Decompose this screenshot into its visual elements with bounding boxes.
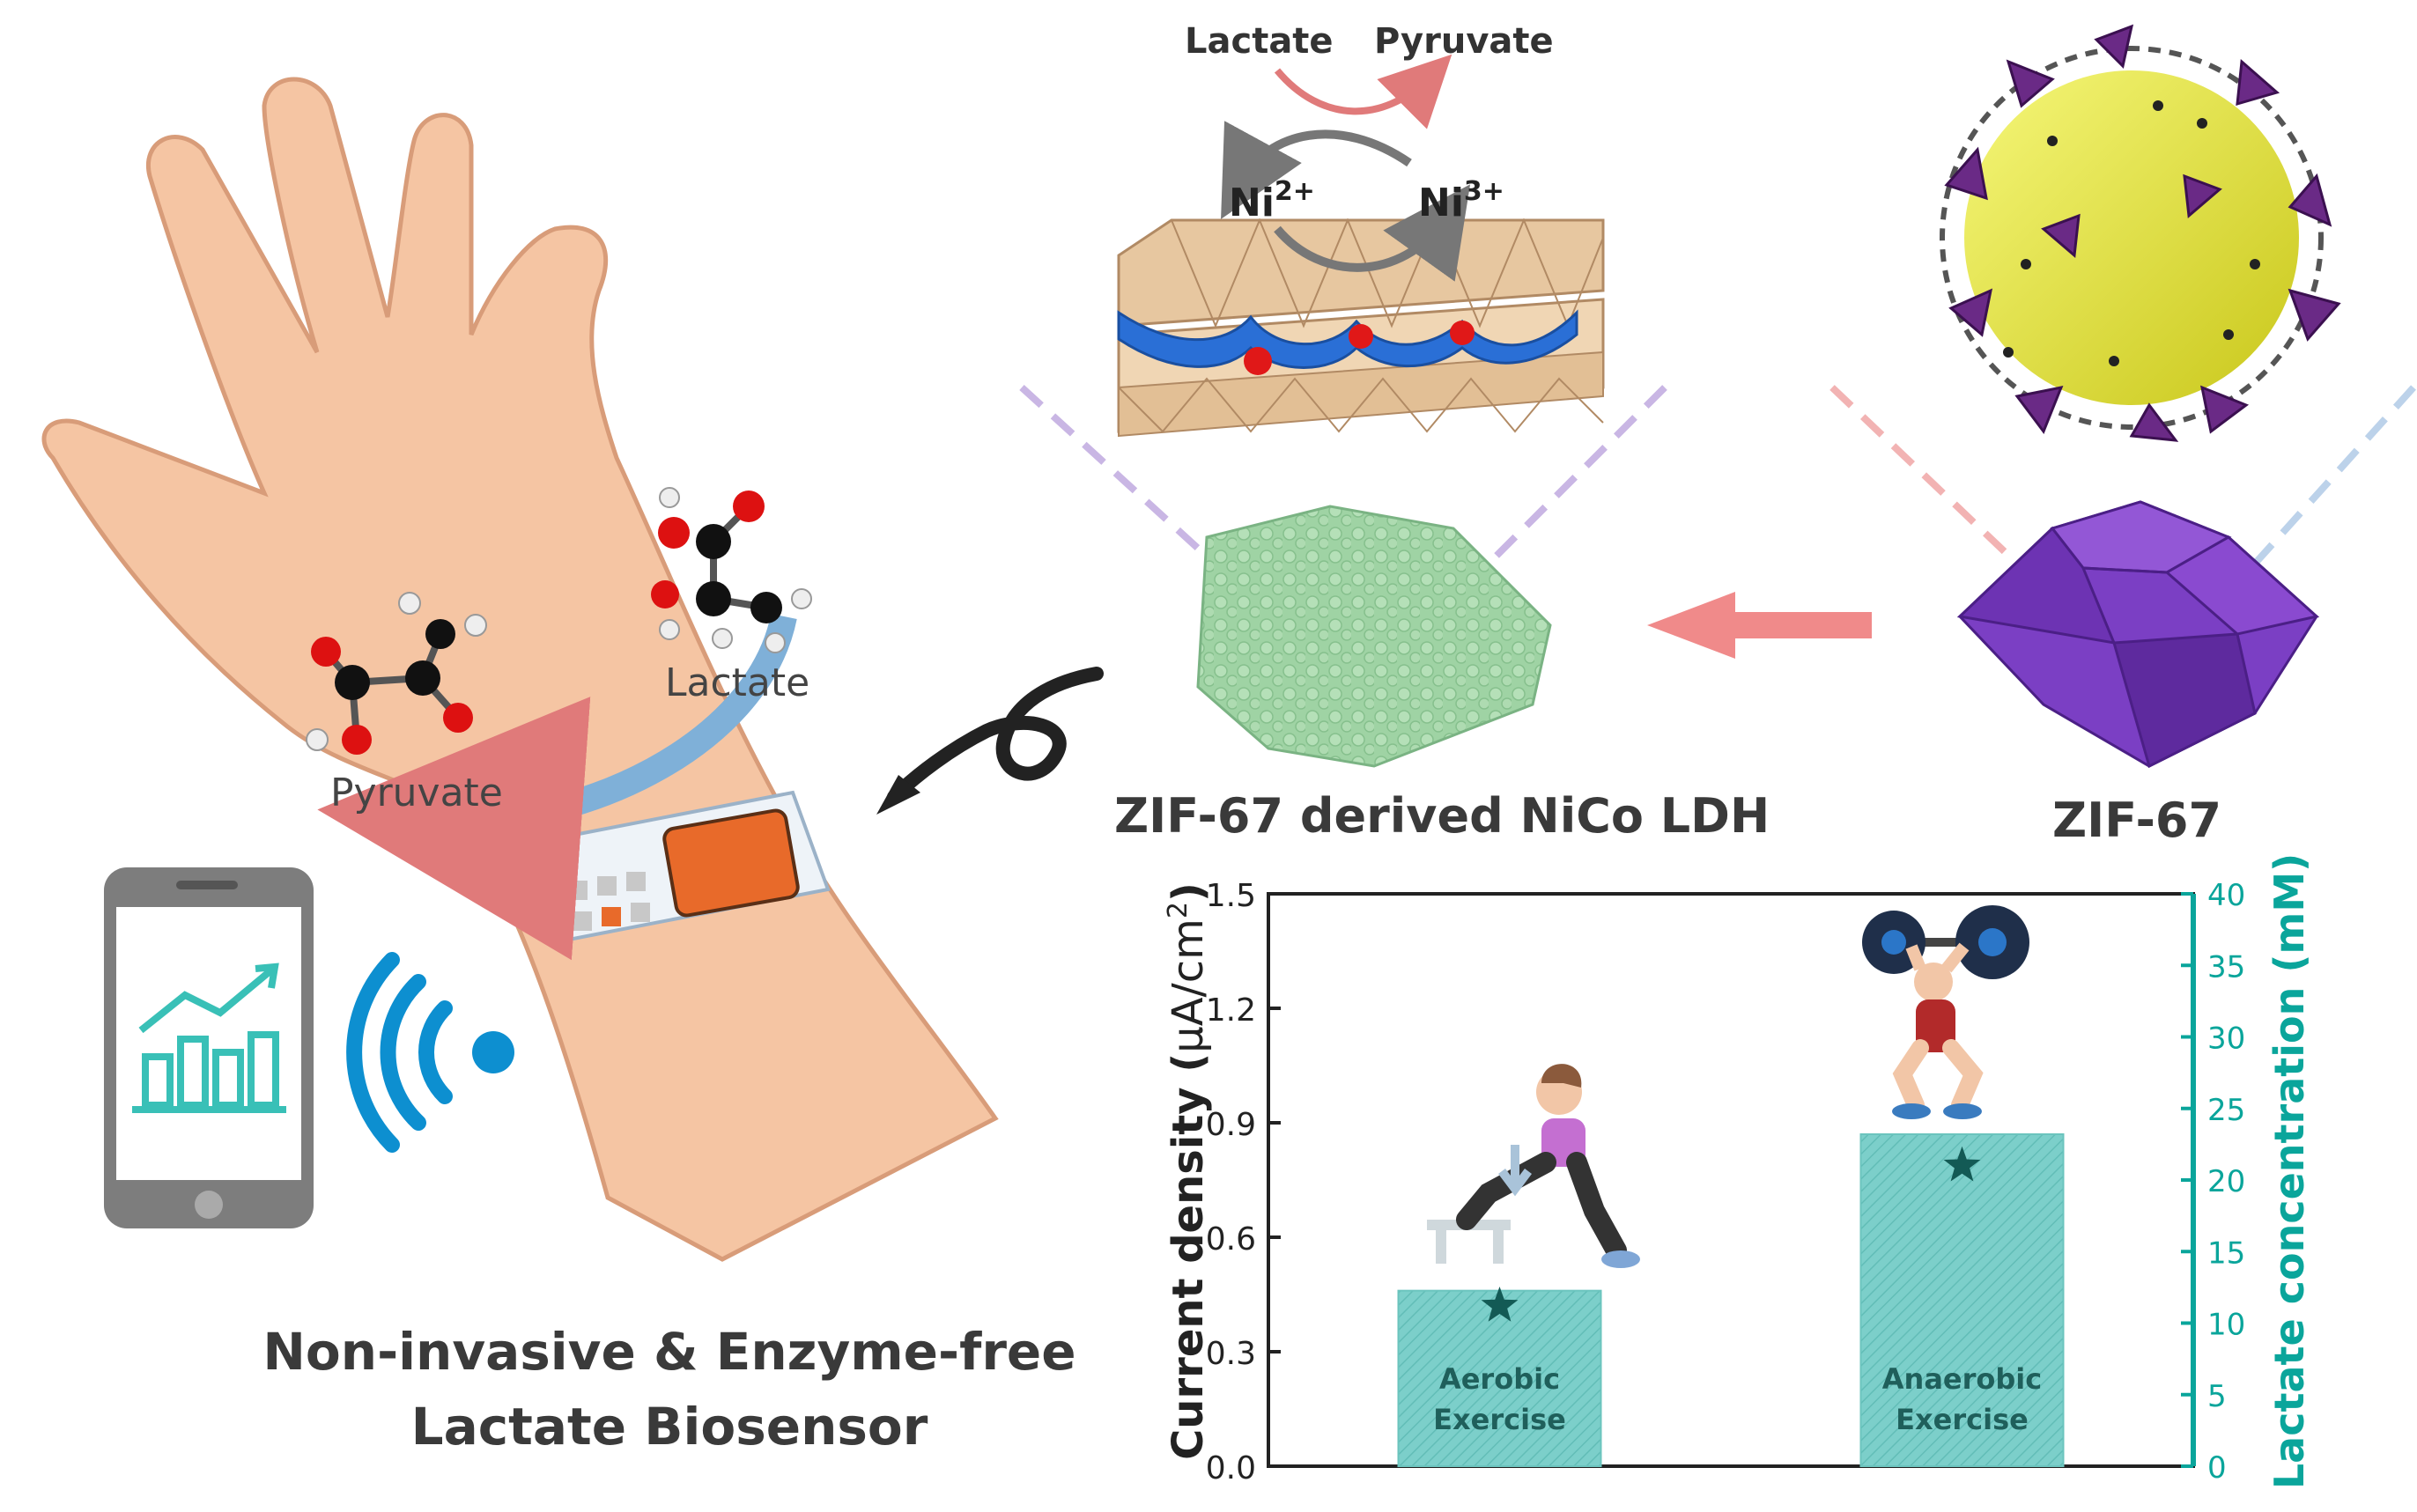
ldh-polyhedron: [1196, 505, 1552, 768]
right-tick-label: 0: [2207, 1450, 2227, 1486]
ni2-label: Ni2+: [1229, 176, 1315, 225]
lactate-star-marker: [1481, 1287, 1519, 1322]
right-tick-label: 20: [2207, 1164, 2245, 1199]
anaerobic-exercise-figure: [1862, 905, 2029, 1119]
bar-category-label: Exercise: [1433, 1403, 1566, 1436]
lactate-to-pyruvate-arrow: [1274, 54, 1452, 129]
zif67-framework: [1940, 24, 2341, 442]
smartphone: [104, 867, 314, 1228]
left-tick-label: 0.3: [1206, 1336, 1256, 1372]
redox-cycle-arrow: [1221, 121, 1412, 219]
wireless-signal-icon: [346, 952, 514, 1153]
chart-ylabel-left: Current density (μA/cm2): [1163, 882, 1213, 1460]
left-tick-label: 1.5: [1206, 878, 1256, 914]
pyruvate-molecule: [306, 592, 487, 755]
right-tick-label: 5: [2207, 1379, 2227, 1414]
right-tick-label: 15: [2207, 1235, 2245, 1271]
right-tick-label: 10: [2207, 1308, 2245, 1343]
right-tick-label: 30: [2207, 1022, 2245, 1057]
zif67-dodecahedron: [1956, 500, 2320, 769]
curved-flow-arrow: [317, 613, 797, 961]
phone-bar-chart-icon: [132, 963, 286, 1113]
aerobic-exercise-figure: [1427, 1064, 1640, 1268]
left-tick-label: 0.9: [1206, 1107, 1256, 1143]
right-tick-label: 25: [2207, 1093, 2245, 1128]
redox-cycle-arrow-return: [1274, 184, 1471, 282]
ldh-caption: ZIF-67 derived NiCo LDH: [1114, 788, 1770, 844]
lactate-molecule: [651, 487, 812, 653]
bar-aerobic: [1397, 1289, 1602, 1467]
bar-anaerobic: [1859, 1133, 2065, 1467]
hand-pyruvate-label: Pyruvate: [330, 771, 503, 815]
reaction-pyruvate-label: Pyruvate: [1374, 21, 1554, 62]
reaction-lactate-label: Lactate: [1185, 21, 1334, 62]
hand-lactate-label: Lactate: [665, 660, 809, 705]
hand-illustration: [41, 77, 999, 1262]
right-tick-label: 40: [2207, 878, 2245, 913]
chart-ylabel-right: Lactate concentration (mM): [2265, 853, 2313, 1489]
left-tick-label: 0.0: [1206, 1450, 1256, 1486]
conversion-arrow: [1647, 592, 1872, 659]
sensor-caption-line2: Lactate Biosensor: [411, 1397, 928, 1457]
left-tick-label: 1.2: [1206, 992, 1256, 1029]
sensor-caption-line1: Non-invasive & Enzyme-free: [262, 1322, 1075, 1382]
bar-category-label: Aerobic: [1439, 1362, 1560, 1396]
zif67-caption: ZIF-67: [2052, 793, 2221, 848]
curly-arrow-head: [876, 775, 920, 815]
bar-category-label: Anaerobic: [1882, 1362, 2042, 1396]
curly-arrow: [887, 667, 1104, 804]
chart-axes: 0.0 0.3 0.6 0.9 1.2 1.5 0 5 10 15 20 25 30 35 40: [1206, 878, 2246, 1486]
left-tick-label: 0.6: [1206, 1221, 1256, 1258]
bar-category-label: Exercise: [1896, 1403, 2029, 1436]
right-tick-label: 35: [2207, 949, 2245, 985]
lactate-star-marker: [1943, 1146, 1981, 1182]
ldh-layer-structure: [1117, 218, 1605, 438]
lactate-bar-chart: 0.0 0.3 0.6 0.9 1.2 1.5 0 5 10 15 20 25 30 35 40 Aerob…: [1206, 878, 2246, 1486]
sensor-chip: [662, 808, 800, 918]
ni3-label: Ni3+: [1418, 176, 1504, 225]
dashed-connectors: [1019, 385, 2416, 575]
